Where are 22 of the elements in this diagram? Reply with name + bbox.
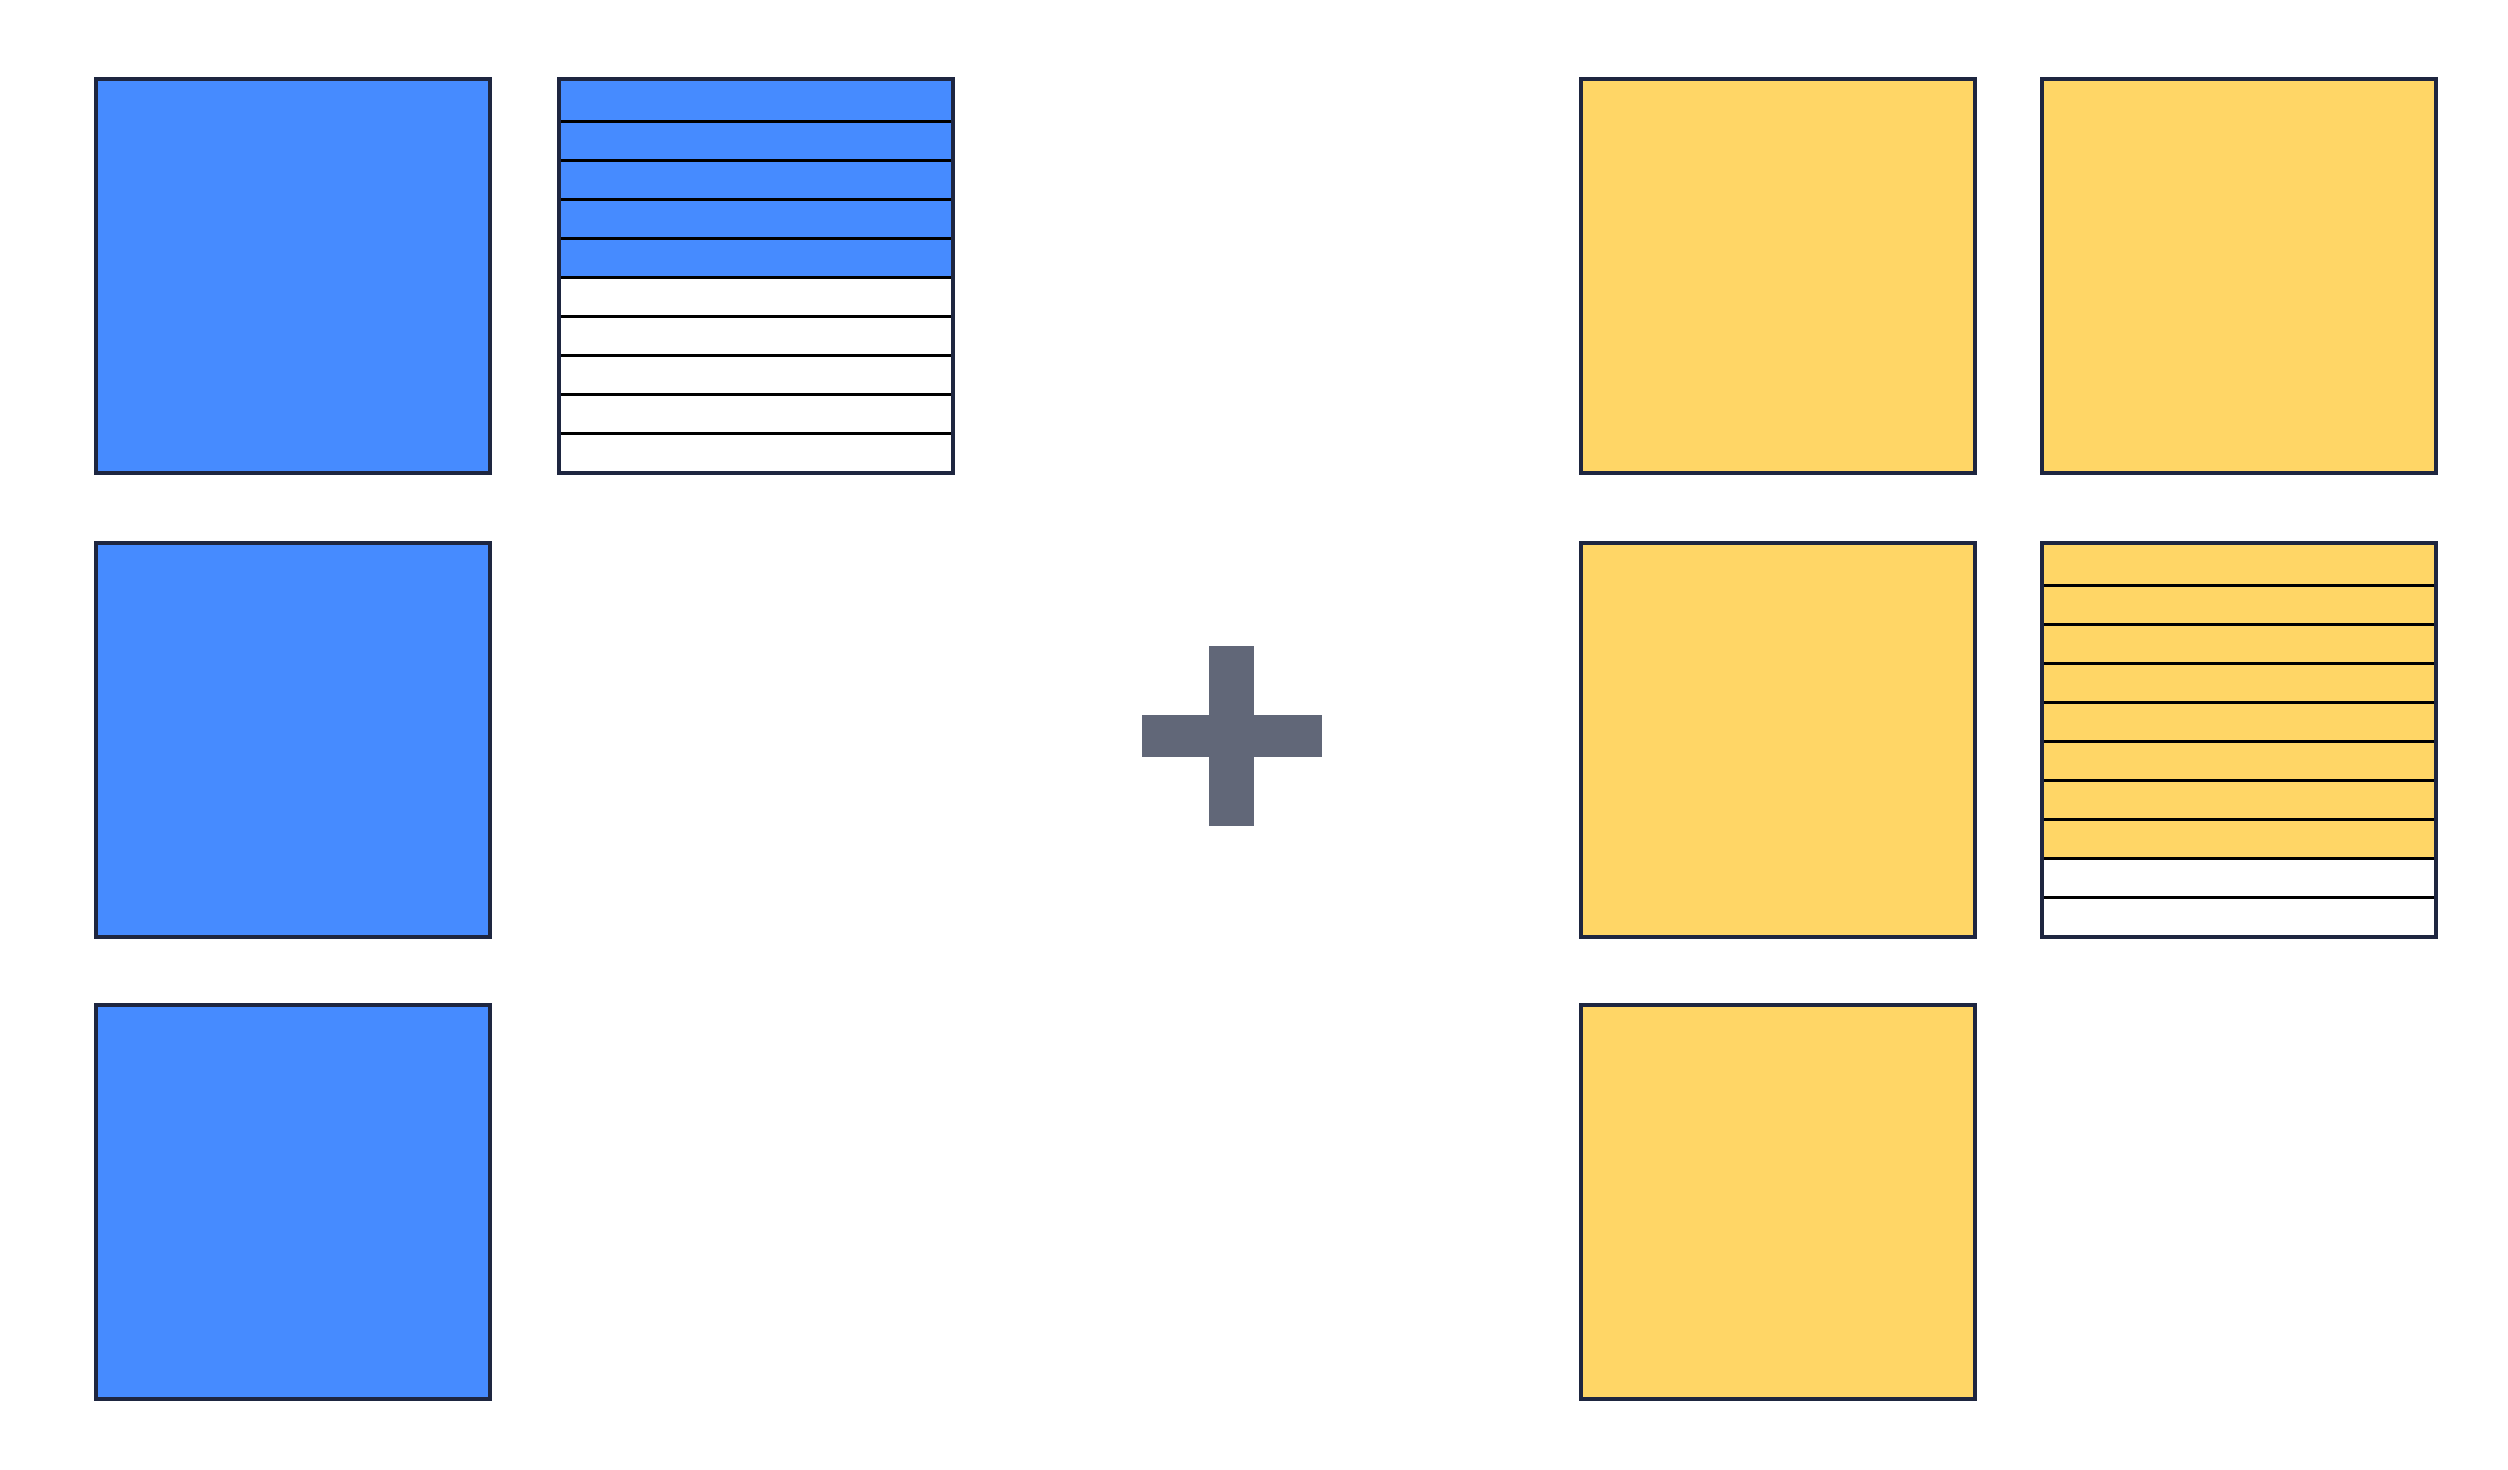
- tenth-strip: [561, 81, 951, 120]
- whole-square: [94, 541, 492, 939]
- tenth-strip: [561, 198, 951, 237]
- tenth-strip: [2044, 623, 2434, 662]
- tenth-strip: [2044, 818, 2434, 857]
- tenth-strip: [2044, 545, 2434, 584]
- whole-square: [94, 77, 492, 475]
- whole-square: [1579, 77, 1977, 475]
- tenth-strip: [2044, 662, 2434, 701]
- whole-square: [1579, 1003, 1977, 1401]
- whole-square: [1579, 541, 1977, 939]
- tenth-strip: [2044, 584, 2434, 623]
- whole-square: [94, 1003, 492, 1401]
- tenth-strip: [2044, 701, 2434, 740]
- tenth-strip: [2044, 779, 2434, 818]
- tenths-grid: [557, 77, 955, 475]
- tenth-strip: [561, 120, 951, 159]
- tenth-strip: [561, 159, 951, 198]
- tenth-strip: [561, 237, 951, 276]
- tenth-strip: [2044, 740, 2434, 779]
- whole-square: [2040, 77, 2438, 475]
- tenths-grid: [2040, 541, 2438, 939]
